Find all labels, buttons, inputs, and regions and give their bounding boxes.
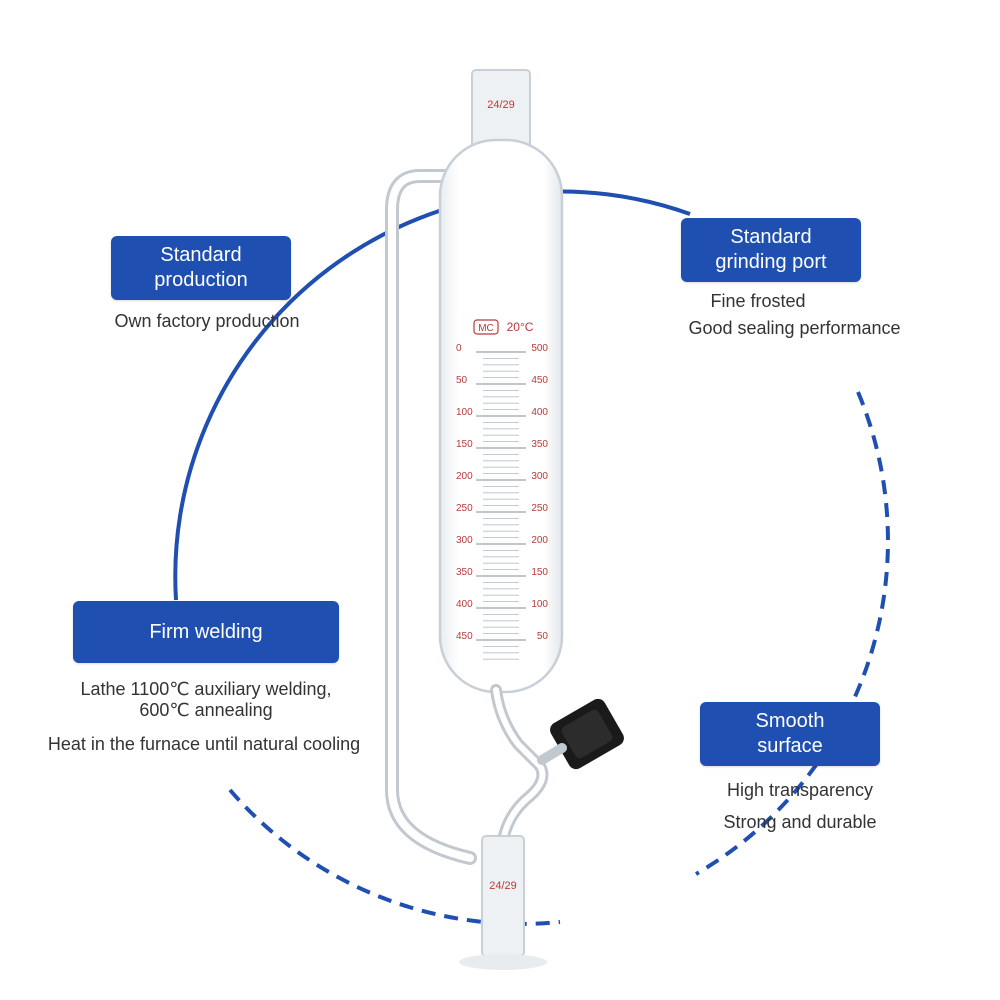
scale-left-label: 150 <box>456 439 473 450</box>
standard-production-desc: Own factory production <box>114 311 300 331</box>
scale-left-label: 300 <box>456 535 473 546</box>
smooth-surface-label: Smooth surface <box>700 702 880 766</box>
scale-left-label: 200 <box>456 471 473 482</box>
logo-frame <box>473 319 499 335</box>
grinding-port-line2: grinding port <box>715 251 827 273</box>
scale-left-label: 400 <box>456 599 473 610</box>
smooth-surface-desc-2: Strong and durable <box>723 812 877 832</box>
scale-right-label: 100 <box>531 599 548 610</box>
standard-production-line1: Standard <box>160 244 242 266</box>
firm-welding-desc-2: 600℃ annealing <box>139 700 273 720</box>
bottom-joint-label: 24/29 <box>489 880 517 892</box>
grinding-port-line1: Standard <box>730 226 812 248</box>
scale-right-label: 450 <box>531 375 548 386</box>
circle-arc-dashed-bottom <box>228 788 561 926</box>
smooth-surface-desc-1: High transparency <box>726 780 874 800</box>
scale-left-label: 100 <box>456 407 473 418</box>
bottom-joint <box>481 835 525 957</box>
top-joint-label: 24/29 <box>487 99 515 111</box>
scale-left-label: 350 <box>456 567 473 578</box>
scale-left-label: 450 <box>456 631 473 642</box>
grinding-port-label: Standard grinding port <box>681 218 861 282</box>
base-shadow <box>459 954 547 970</box>
scale-right-label: 200 <box>531 535 548 546</box>
smooth-surface-line1: Smooth <box>755 710 825 732</box>
scale-right-label: 500 <box>531 343 548 354</box>
firm-welding-label: Firm welding <box>73 601 339 663</box>
graduation-ticks <box>476 351 526 660</box>
grinding-port-desc-1: Fine frosted <box>710 291 806 311</box>
scale-right-label: 300 <box>531 471 548 482</box>
scale-left-label: 0 <box>456 343 462 354</box>
scale-left: 0 50 100 150 200 250 300 350 400 450 <box>456 343 473 642</box>
scale-left-label: 50 <box>456 375 468 386</box>
standard-production-line2: production <box>154 269 248 291</box>
scale-left-label: 250 <box>456 503 473 514</box>
scale-right-label: 400 <box>531 407 548 418</box>
circle-arc-dashed-right <box>694 391 890 876</box>
circle-arc-solid <box>173 189 691 601</box>
firm-welding-desc-1: Lathe 1100℃ auxiliary welding, <box>80 679 332 699</box>
scale-right: 500 450 400 350 300 250 200 150 100 50 <box>531 343 548 642</box>
logo-mark: MC <box>478 323 494 334</box>
firm-welding-desc-3: Heat in the furnace until natural coolin… <box>47 734 361 754</box>
scale-right-label: 150 <box>531 567 548 578</box>
standard-production-label: Standard production <box>111 236 291 300</box>
scale-right-label: 50 <box>537 631 549 642</box>
grinding-port-desc-2: Good sealing performance <box>688 318 901 338</box>
scale-right-label: 350 <box>531 439 548 450</box>
stopcock-knob <box>550 698 624 770</box>
firm-welding-title: Firm welding <box>149 620 263 643</box>
smooth-surface-line2: surface <box>757 735 823 757</box>
temperature-label: 20°C <box>507 320 534 334</box>
scale-right-label: 250 <box>531 503 548 514</box>
